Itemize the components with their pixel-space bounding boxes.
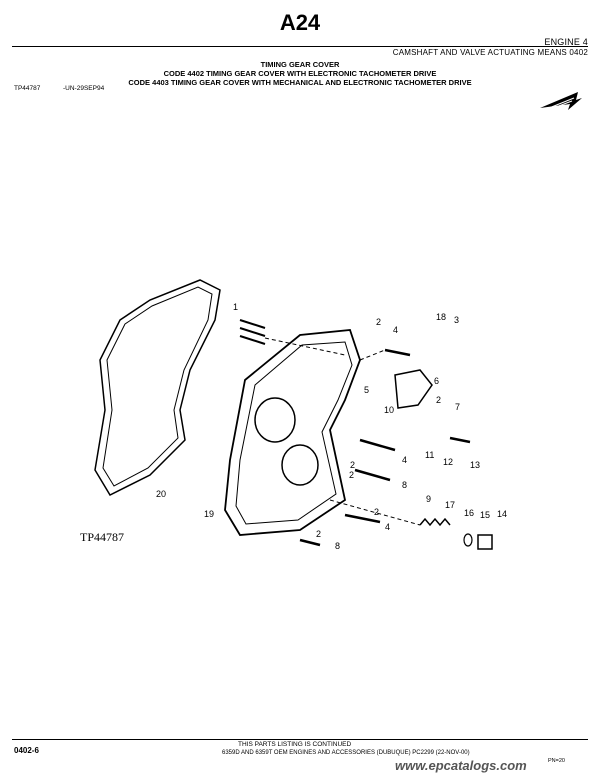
callout-11: 11 <box>425 450 434 460</box>
image-date: -UN-29SEP94 <box>63 85 105 92</box>
callout-20: 20 <box>156 489 166 499</box>
callout-2e: 2 <box>374 507 379 517</box>
callout-2: 2 <box>376 317 381 327</box>
footer-rule <box>12 739 588 740</box>
gasket-outline <box>94 279 221 496</box>
title-line-1: TIMING GEAR COVER <box>260 60 340 69</box>
callout-19: 19 <box>204 509 214 519</box>
subsection-label: CAMSHAFT AND VALVE ACTUATING MEANS 0402 <box>392 48 588 57</box>
title-line-3: CODE 4403 TIMING GEAR COVER WITH MECHANI… <box>128 78 472 87</box>
timing-cover-body <box>224 329 361 536</box>
page-number: 0402-6 <box>14 746 39 755</box>
view-direction-arrow-icon <box>540 92 582 111</box>
callout-8: 8 <box>402 480 407 490</box>
watermark: www.epcatalogs.com <box>395 758 527 773</box>
callout-3: 3 <box>454 315 459 325</box>
callout-16: 16 <box>464 508 474 518</box>
callout-6: 6 <box>434 376 439 386</box>
callout-10: 10 <box>384 405 394 415</box>
callout-9: 9 <box>426 494 431 504</box>
callout-5: 5 <box>364 385 369 395</box>
title-line-2: CODE 4402 TIMING GEAR COVER WITH ELECTRO… <box>163 69 437 78</box>
callout-2d: 2 <box>349 470 354 480</box>
callout-18: 18 <box>436 312 446 322</box>
callout-2c: 2 <box>350 460 355 470</box>
image-reference: TP44787 <box>14 85 41 92</box>
parts-diagram: 1 2 4 18 3 5 6 2 7 10 11 12 13 2 4 2 8 9… <box>94 279 507 551</box>
callout-4c: 4 <box>385 522 390 532</box>
callout-4b: 4 <box>402 455 407 465</box>
page-title: A24 <box>279 10 321 35</box>
callout-4: 4 <box>393 325 398 335</box>
callout-14: 14 <box>497 509 507 519</box>
callout-7: 7 <box>455 402 460 412</box>
catalog-line: 6359D AND 6359T OEM ENGINES AND ACCESSOR… <box>222 750 470 756</box>
callout-15: 15 <box>480 510 490 520</box>
callout-17: 17 <box>445 500 455 510</box>
callout-12: 12 <box>443 457 453 467</box>
section-label: ENGINE 4 <box>544 37 588 47</box>
pn-label: PN=20 <box>548 758 565 764</box>
callout-8b: 8 <box>335 541 340 551</box>
callout-1: 1 <box>233 302 238 312</box>
continued-note: THIS PARTS LISTING IS CONTINUED <box>238 741 352 748</box>
callout-13: 13 <box>470 460 480 470</box>
header-rule <box>12 46 588 47</box>
callout-2f: 2 <box>316 529 321 539</box>
callout-2b: 2 <box>436 395 441 405</box>
diagram-label: TP44787 <box>80 530 125 544</box>
